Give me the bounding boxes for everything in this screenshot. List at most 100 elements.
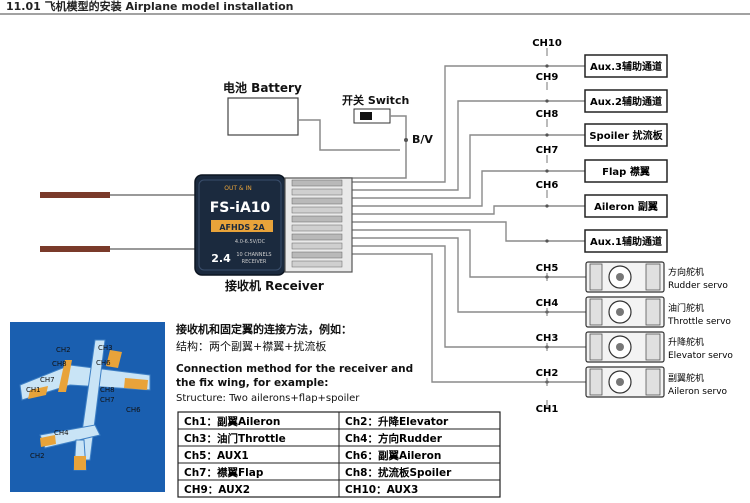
mapping-ch10: CH10：AUX3 xyxy=(345,484,418,496)
servo-elevator-en: Elevator servo xyxy=(668,351,733,361)
mapping-ch1: Ch1：副翼Aileron xyxy=(184,415,280,428)
plane-label-ch3: CH3 xyxy=(98,344,113,352)
plane-label-ch8a: CH8 xyxy=(52,360,67,368)
pin-row-5 xyxy=(291,215,343,223)
receiver-caption: 接收机 Receiver xyxy=(225,278,324,293)
device-aux1: Aux.1辅助通道 xyxy=(584,229,668,253)
battery-wire xyxy=(298,119,400,151)
device-aileron: Aileron 副翼 xyxy=(584,194,668,218)
servo-rudder-cn: 方向舵机 xyxy=(668,266,704,278)
mapping-ch4: Ch4：方向Rudder xyxy=(345,432,443,445)
plane-label-ch8b: CH8 xyxy=(100,386,115,394)
mapping-ch9: CH9：AUX2 xyxy=(184,484,250,496)
device-aux1-label: Aux.1辅助通道 xyxy=(590,235,662,248)
channel-label-ch2: CH2 xyxy=(536,368,559,379)
receiver-spec1: 4.0-6.5V/DC xyxy=(235,239,266,245)
device-aux3-label: Aux.3辅助通道 xyxy=(590,60,662,73)
device-spoiler: Spoiler 扰流板 xyxy=(584,123,668,147)
pin-row-1 xyxy=(291,179,343,187)
plane-label-ch7b: CH7 xyxy=(100,396,115,404)
device-aux2: Aux.2辅助通道 xyxy=(584,89,668,113)
plane-label-ch6b: CH6 xyxy=(126,406,141,414)
antenna-bottom xyxy=(40,246,195,252)
servo-aileron-en: Aileron servo xyxy=(668,387,728,397)
switch-wire xyxy=(340,115,407,179)
pin-row-3 xyxy=(291,197,343,205)
device-aileron-label: Aileron 副翼 xyxy=(594,200,658,213)
wire-node-1 xyxy=(545,64,549,68)
servo-aileron: 副翼舵机 Aileron servo xyxy=(585,366,728,398)
mapping-ch6: Ch6：副翼Aileron xyxy=(345,449,441,462)
pin-row-4 xyxy=(291,206,343,214)
mapping-ch3: Ch3：油门Throttle xyxy=(184,432,286,445)
plane-panel: CH2 CH3 CH8 CH6 CH1 CH7 CH7 CH6 CH8 CH4 … xyxy=(10,322,165,492)
channel-wires xyxy=(352,48,586,408)
instructions-cn-title: 接收机和固定翼的连接方法，例如： xyxy=(176,322,352,336)
header-bar: 11.01 飞机模型的安装 Airplane model installatio… xyxy=(0,0,750,15)
wire-2 xyxy=(352,100,585,191)
device-flap: Flap 襟翼 xyxy=(584,159,668,183)
receiver-band: 2.4 xyxy=(211,252,231,265)
plane-label-ch6a: CH6 xyxy=(96,359,111,367)
channel-label-ch6: CH6 xyxy=(536,180,559,191)
channel-label-ch9: CH9 xyxy=(536,72,559,83)
channel-label-ch7: CH7 xyxy=(536,145,559,156)
wire-node-5 xyxy=(545,204,549,208)
bv-label: B/V xyxy=(412,133,433,146)
channel-labels: CH10 CH9 CH8 CH7 CH6 CH5 CH4 CH3 CH2 CH1 xyxy=(532,38,562,415)
device-aux3: Aux.3辅助通道 xyxy=(584,54,668,78)
receiver-brand: AFHDS 2A xyxy=(219,223,265,232)
receiver: OUT & IN FS-iA10 AFHDS 2A 4.0-6.5V/DC 2.… xyxy=(194,174,286,276)
wire-node-4 xyxy=(545,169,549,173)
battery: 电池 Battery xyxy=(223,80,302,136)
instructions: 接收机和固定翼的连接方法，例如： 结构：两个副翼+襟翼+扰流板 Connecti… xyxy=(176,322,413,404)
channel-mapping-table: Ch1：副翼Aileron Ch2：升降Elevator Ch3：油门Throt… xyxy=(177,411,501,498)
channel-label-ch1: CH1 xyxy=(536,404,559,415)
device-boxes: Aux.3辅助通道 Aux.2辅助通道 Spoiler 扰流板 Flap 襟翼 … xyxy=(584,54,668,253)
page-title: 11.01 飞机模型的安装 Airplane model installatio… xyxy=(6,0,294,13)
pin-row-10 xyxy=(291,260,343,268)
wire-7 xyxy=(352,229,586,278)
channel-label-ch8: CH8 xyxy=(536,109,559,120)
pin-row-8 xyxy=(291,242,343,250)
pin-row-6 xyxy=(291,224,343,232)
channel-label-ch4: CH4 xyxy=(536,298,559,309)
plane-label-ch7a: CH7 xyxy=(40,376,55,384)
instructions-cn-structure: 结构：两个副翼+襟翼+扰流板 xyxy=(176,339,326,353)
wire-5 xyxy=(352,205,585,215)
plane-illustration xyxy=(19,339,151,471)
plane-label-ch1: CH1 xyxy=(26,386,41,394)
switch-label: 开关 Switch xyxy=(342,93,409,107)
wire-9 xyxy=(352,245,586,348)
wire-10 xyxy=(352,253,586,383)
servo-elevator: 升降舵机 Elevator servo xyxy=(585,331,733,363)
channel-label-ch5: CH5 xyxy=(536,263,559,274)
servo-aileron-cn: 副翼舵机 xyxy=(668,372,704,384)
device-flap-label: Flap 襟翼 xyxy=(602,165,650,178)
power-switch: 开关 Switch xyxy=(342,93,409,124)
receiver-model: FS-iA10 xyxy=(210,200,271,216)
servo-elevator-cn: 升降舵机 xyxy=(668,336,704,348)
channel-label-ch3: CH3 xyxy=(536,333,559,344)
servo-rudder-en: Rudder servo xyxy=(668,281,728,291)
mapping-ch8: Ch8：扰流板Spoiler xyxy=(345,466,452,479)
servo-throttle: 油门舵机 Throttle servo xyxy=(585,296,731,328)
servos: 方向舵机 Rudder servo 油门舵机 Throttle servo 升降… xyxy=(585,261,733,398)
device-aux2-label: Aux.2辅助通道 xyxy=(590,95,662,108)
pin-row-9 xyxy=(291,251,343,259)
wire-8 xyxy=(352,237,586,313)
wire-node-2 xyxy=(545,99,549,103)
plane-label-ch2b: CH2 xyxy=(30,452,45,460)
mapping-ch5: Ch5：AUX1 xyxy=(184,450,249,462)
receiver-spec3: RECEIVER xyxy=(242,259,267,265)
battery-label: 电池 Battery xyxy=(223,80,302,95)
receiver-pin-header xyxy=(284,177,353,273)
pin-row-2 xyxy=(291,188,343,196)
wire-3 xyxy=(352,134,585,199)
instructions-en-structure: Structure: Two ailerons+flap+spoiler xyxy=(176,393,360,404)
channel-label-ch10: CH10 xyxy=(532,38,562,49)
antenna-top xyxy=(40,192,195,198)
receiver-spec2: 10 CHANNELS xyxy=(236,252,271,258)
